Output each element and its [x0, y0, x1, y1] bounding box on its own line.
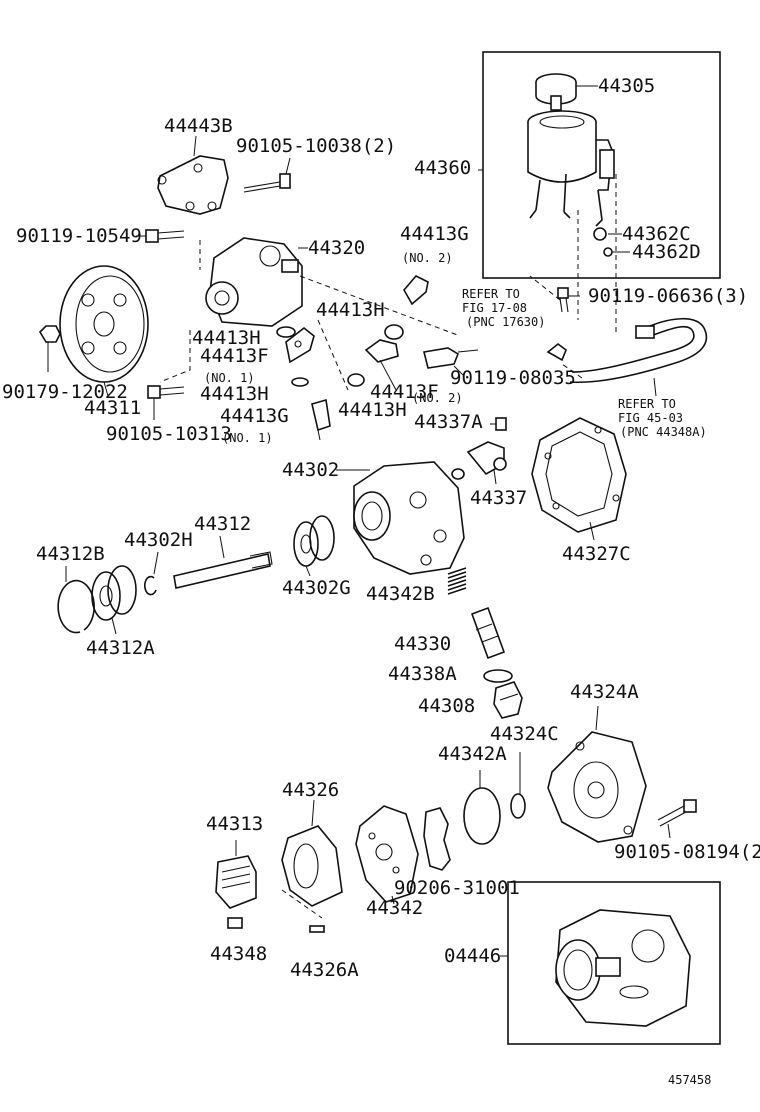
- label-44324A: 44324A: [570, 681, 639, 703]
- label-44320: 44320: [308, 237, 365, 259]
- label-44338A: 44338A: [388, 663, 457, 685]
- side-plate-44342-drawing: [355, 805, 419, 905]
- label-04446: 04446: [444, 945, 501, 967]
- o-ring-44342A-drawing: [463, 770, 501, 845]
- bracket-44443B-drawing: [157, 135, 229, 215]
- bolt-90105-08194-drawing: [657, 799, 697, 839]
- label-44413H-d: 44413H: [338, 399, 407, 421]
- gasket-44327C-drawing: [531, 417, 627, 541]
- snap-ring-44312B-drawing: [57, 566, 95, 634]
- label-44337A: 44337A: [414, 411, 483, 433]
- o-ring-44324C-drawing: [510, 752, 526, 819]
- pump-assembly-44320-drawing: [159, 237, 461, 391]
- bolt-90119-10549-drawing: [136, 229, 185, 243]
- valve-44330-drawing: [470, 606, 506, 660]
- label-no1-a: (NO. 1): [204, 371, 255, 385]
- o-ring-44338A-drawing: [483, 669, 513, 683]
- label-44443B: 44443B: [164, 115, 233, 137]
- label-90105-10313: 90105-10313: [106, 423, 232, 445]
- label-90119-06636: 90119-06636(3): [588, 285, 748, 307]
- pulley-44311-drawing: [59, 265, 149, 397]
- label-90105-10038: 90105-10038(2): [236, 135, 396, 157]
- union-44337-drawing: [451, 417, 507, 485]
- return-hose-drawing: [529, 275, 708, 397]
- label-90119-10549: 90119-10549: [16, 225, 142, 247]
- ref1-line2: FIG 17-08: [462, 301, 527, 315]
- label-44302: 44302: [282, 459, 339, 481]
- label-44342B: 44342B: [366, 583, 435, 605]
- ref1-line3: (PNC 17630): [466, 315, 545, 329]
- label-90206-31001: 90206-31001: [394, 877, 520, 899]
- bearing-44302G-drawing: [293, 515, 335, 577]
- label-44413H-b: 44413H: [192, 327, 261, 349]
- front-housing-44302-drawing: [336, 461, 465, 575]
- union-fittings-drawing: [276, 275, 580, 441]
- label-44413F-a: 44413F: [200, 345, 269, 367]
- ref2-line1: REFER TO: [618, 397, 676, 411]
- reservoir-44360-drawing: [527, 73, 630, 334]
- label-90119-08035: 90119-08035: [450, 367, 576, 389]
- pin-44326A-drawing: [281, 889, 325, 933]
- label-44308: 44308: [418, 695, 475, 717]
- label-44413G-no2: 44413G: [400, 223, 469, 245]
- ref2-line2: FIG 45-03: [618, 411, 683, 425]
- vane-44348-drawing: [227, 917, 243, 929]
- label-44324C: 44324C: [490, 723, 559, 745]
- label-44312: 44312: [194, 513, 251, 535]
- label-90179-12022: 90179-12022: [2, 381, 128, 403]
- label-44342A: 44342A: [438, 743, 507, 765]
- label-44326: 44326: [282, 779, 339, 801]
- label-44360: 44360: [414, 157, 471, 179]
- label-44337: 44337: [470, 487, 527, 509]
- label-44413G-no1: 44413G: [220, 405, 289, 427]
- shaft-44312-drawing: [173, 535, 273, 589]
- rotor-44313-drawing: [215, 840, 257, 909]
- label-44302G: 44302G: [282, 577, 351, 599]
- ref2-line3: (PNC 44348A): [620, 425, 707, 439]
- label-44362D: 44362D: [632, 241, 701, 263]
- gasket-90206-31001-drawing: [423, 807, 451, 871]
- label-44342: 44342: [366, 897, 423, 919]
- label-44313: 44313: [206, 813, 263, 835]
- label-44327C: 44327C: [562, 543, 631, 565]
- label-44312B: 44312B: [36, 543, 105, 565]
- label-44312A: 44312A: [86, 637, 155, 659]
- label-44413H-a: 44413H: [316, 299, 385, 321]
- label-90105-08194: 90105-08194(2): [614, 841, 760, 863]
- bolt-90105-10313-drawing: [147, 385, 185, 420]
- label-no1-b: (NO. 1): [222, 431, 273, 445]
- label-44302H: 44302H: [124, 529, 193, 551]
- snap-ring-44302H-drawing: [143, 551, 159, 596]
- label-no2-a: (NO. 2): [402, 251, 453, 265]
- gasket-kit-inset-box: [500, 881, 721, 1045]
- label-44362C: 44362C: [622, 223, 691, 245]
- reservoir-inset-box: [478, 51, 721, 279]
- label-44348: 44348: [210, 943, 267, 965]
- label-44326A: 44326A: [290, 959, 359, 981]
- label-44330: 44330: [394, 633, 451, 655]
- union-44308-drawing: [493, 681, 523, 719]
- bolt-90105-10038-drawing: [243, 157, 291, 193]
- figure-number: 457458: [668, 1073, 711, 1087]
- bearing-44312A-drawing: [91, 565, 137, 635]
- ref1-line1: REFER TO: [462, 287, 520, 301]
- label-44413F-b: 44413F: [370, 381, 439, 403]
- label-44311: 44311: [84, 397, 141, 419]
- spring-44342B-drawing: [447, 567, 467, 595]
- label-44413H-c: 44413H: [200, 383, 269, 405]
- rear-housing-44324A-drawing: [547, 705, 647, 843]
- label-44305: 44305: [598, 75, 655, 97]
- cam-ring-44326-drawing: [281, 799, 343, 907]
- nut-90179-12022-drawing: [38, 325, 61, 372]
- label-no2-b: (NO. 2): [412, 391, 463, 405]
